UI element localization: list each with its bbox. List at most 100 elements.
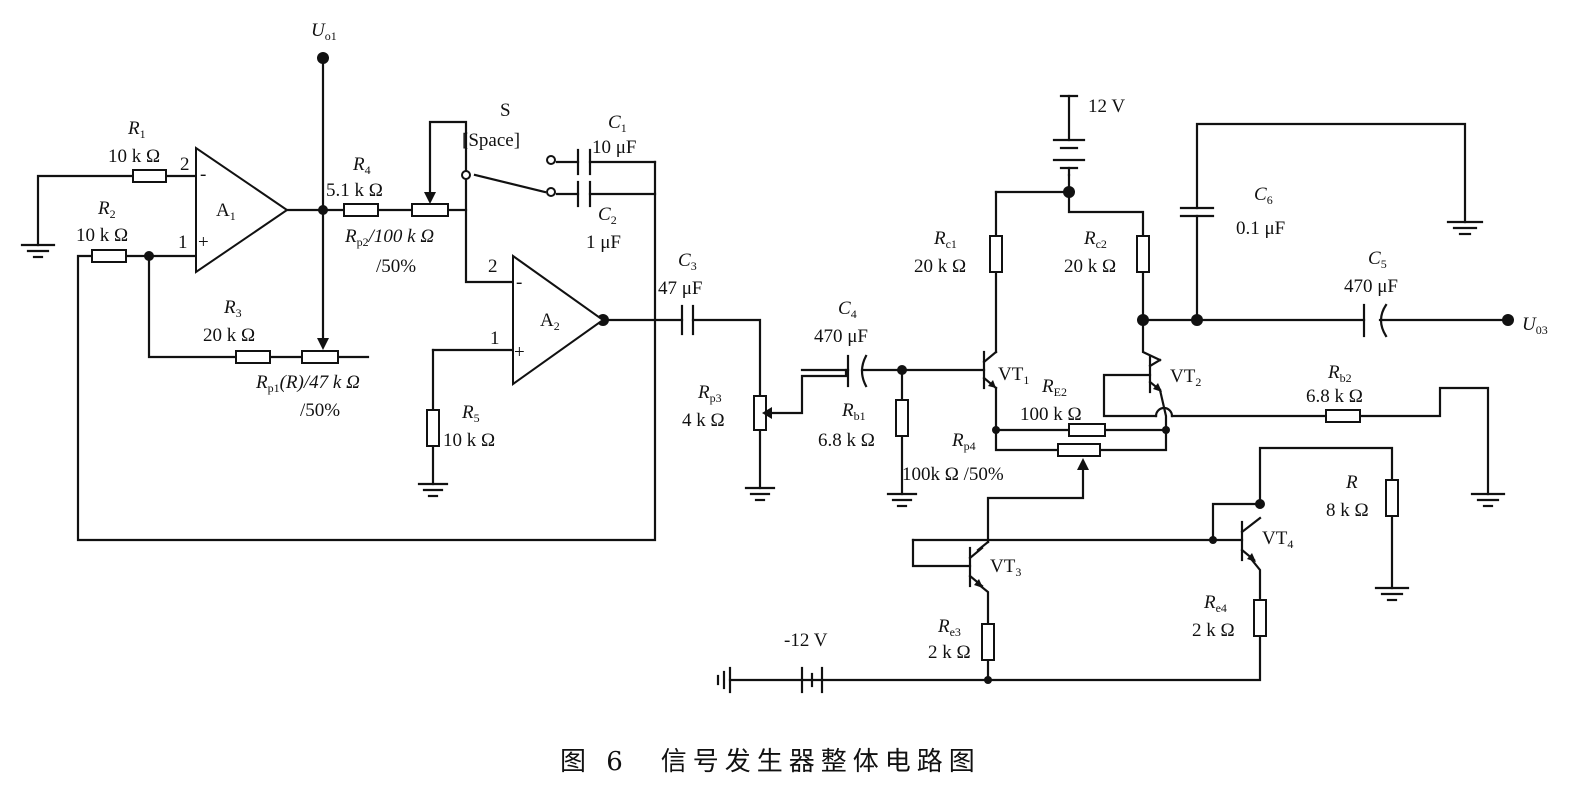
op-amp-a2 [512, 254, 605, 386]
resistor-r5 [426, 409, 440, 447]
ground-rp3 [744, 486, 776, 502]
wires [36, 56, 1510, 682]
resistor-re4 [1253, 599, 1267, 637]
resistor-r1 [132, 169, 167, 183]
label-vt2: VT2 [1170, 366, 1201, 389]
label-rp1: Rp1(R)/47 k Ω [255, 372, 360, 395]
label-a2-pin2: 2 [488, 256, 498, 277]
label-r1: R1 [127, 118, 146, 141]
label-rp2: Rp2/100 k Ω [344, 226, 434, 249]
resistor-re2 [1068, 423, 1106, 437]
capacitor-c1 [576, 148, 592, 176]
label-vneg: -12 V [784, 630, 828, 651]
ground-r [1374, 586, 1410, 602]
label-re2: RE2 [1041, 376, 1067, 399]
label-a1: A1 [216, 200, 236, 223]
label-a1-pin1: 1 [178, 232, 188, 253]
label-rp4: Rp4 [951, 430, 976, 453]
ground-a1 [20, 243, 56, 259]
label-uo1: Uo1 [311, 20, 337, 43]
label-c3: C3 [678, 250, 697, 273]
ground-neg-supply [716, 666, 732, 694]
capacitors [576, 148, 1388, 388]
label-rb1-value: 6.8 k Ω [818, 430, 875, 451]
label-a2: A2 [540, 310, 560, 333]
resistor-rp4 [1057, 443, 1101, 457]
label-rc1-value: 20 k Ω [914, 256, 966, 277]
label-re3-value: 2 k Ω [928, 642, 971, 663]
label-rb2: Rb2 [1327, 362, 1352, 385]
label-re2-value: 100 k Ω [1020, 404, 1082, 425]
ground-c6 [1446, 220, 1484, 236]
label-c5: C5 [1368, 248, 1387, 271]
op-amp-a1 [195, 146, 289, 274]
label-rb2-value: 6.8 k Ω [1306, 386, 1363, 407]
resistor-r3 [235, 350, 271, 364]
capacitor-c4 [846, 354, 868, 388]
label-r5: R5 [461, 402, 480, 425]
label-a1-pin2: 2 [180, 154, 190, 175]
transistor-vt4 [1240, 516, 1262, 562]
label-c1-value: 10 μF [592, 137, 637, 158]
resistor-rb1 [895, 399, 909, 437]
label-c4: C4 [838, 298, 857, 321]
capacitor-c2 [576, 180, 592, 208]
label-rp2-pct: /50% [376, 256, 416, 277]
label-r-value: 8 k Ω [1326, 500, 1369, 521]
label-rc2: Rc2 [1083, 228, 1107, 251]
label-re3: Re3 [937, 616, 961, 639]
label-r2: R2 [97, 198, 116, 221]
batteries [800, 94, 1086, 694]
label-c6: C6 [1254, 184, 1273, 207]
label-re4-value: 2 k Ω [1192, 620, 1235, 641]
resistor-rc1 [989, 235, 1003, 273]
label-r3: R3 [223, 297, 242, 320]
label-c6-value: 0.1 μF [1236, 218, 1285, 239]
label-switch-key: [Space] [462, 130, 520, 151]
resistor-r4 [343, 203, 379, 217]
label-r5-value: 10 k Ω [443, 430, 495, 451]
label-uo3: U03 [1522, 314, 1548, 337]
capacitor-c3 [680, 304, 695, 336]
labels: Uo1 U03 R1 10 k Ω R2 10 k Ω R3 20 k Ω Rp… [76, 20, 1548, 777]
label-rb1: Rb1 [841, 400, 866, 423]
label-a1-plus: + [198, 232, 209, 253]
label-r3-value: 20 k Ω [203, 325, 255, 346]
capacitor-c5 [1362, 303, 1388, 338]
resistor-r2 [91, 249, 127, 263]
resistor-r [1385, 479, 1399, 517]
battery-positive [1052, 94, 1086, 177]
label-a1-minus: - [200, 164, 206, 185]
resistors [91, 169, 1399, 661]
transistor-vt1 [982, 350, 998, 390]
label-vt3: VT3 [990, 556, 1021, 579]
resistor-rp2 [411, 203, 449, 217]
label-r1-value: 10 k Ω [108, 146, 160, 167]
label-rc1: Rc1 [933, 228, 957, 251]
label-r: R [1345, 472, 1358, 493]
ground-symbols [20, 220, 1506, 694]
label-rp4-value: 100k Ω /50% [902, 464, 1004, 485]
label-rp1-pct: /50% [300, 400, 340, 421]
label-a2-plus: + [514, 342, 525, 363]
ground-rb1 [886, 492, 918, 508]
battery-negative [800, 666, 824, 694]
label-a2-minus: - [516, 272, 522, 293]
label-vt1: VT1 [998, 364, 1029, 387]
label-vpos: 12 V [1088, 96, 1125, 117]
label-c5-value: 470 μF [1344, 276, 1398, 297]
transistor-vt3 [968, 546, 984, 588]
label-switch: S [500, 100, 511, 121]
label-a2-pin1: 1 [490, 328, 500, 349]
ground-rb2 [1470, 492, 1506, 508]
resistor-rc2 [1136, 235, 1150, 273]
label-re4: Re4 [1203, 592, 1227, 615]
wiper-arrows [317, 192, 1089, 470]
junctions [144, 52, 1514, 684]
resistor-re3 [981, 623, 995, 661]
label-rp3-value: 4 k Ω [682, 410, 725, 431]
label-c2-value: 1 μF [586, 232, 621, 253]
label-rc2-value: 20 k Ω [1064, 256, 1116, 277]
switch-s [461, 155, 556, 197]
